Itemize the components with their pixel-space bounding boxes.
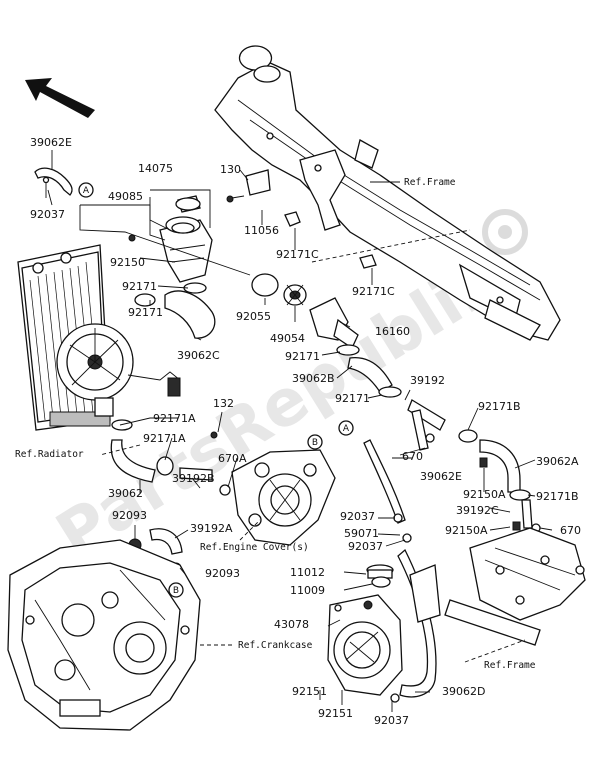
part-label: 92171B — [536, 490, 579, 503]
part-label: 92037 — [340, 510, 375, 523]
part-label: 130 — [220, 163, 241, 176]
part-label: 92150A — [445, 524, 488, 537]
part-label: 92171B — [478, 400, 521, 413]
part-label: 39062B — [292, 372, 335, 385]
marker-b-bottom: B — [168, 582, 184, 598]
part-label: 39062D — [442, 685, 485, 698]
part-label: 670 — [402, 450, 423, 463]
ref-radiator: Ref.Radiator — [15, 449, 84, 460]
marker-b-cover: B — [307, 434, 323, 450]
part-label: 92055 — [236, 310, 271, 323]
part-label: 39062E — [30, 136, 72, 149]
part-label: 92171 — [285, 350, 320, 363]
marker-a-top-text: A — [83, 186, 90, 196]
frame-bottom-drawing — [409, 527, 586, 646]
part-label: 92093 — [112, 509, 147, 522]
water-pump-cover-drawing — [327, 594, 403, 696]
filler-neck-drawing — [159, 195, 213, 283]
small-parts — [42, 169, 541, 703]
part-label: 92171A — [143, 432, 186, 445]
frame-top-drawing — [214, 45, 561, 341]
ref-frame-top: Ref.Frame — [404, 177, 456, 188]
part-label: 92151 — [318, 707, 353, 720]
part-label: 92171 — [335, 392, 370, 405]
part-label: 39192C — [456, 504, 499, 517]
marker-b-bottom-text: B — [173, 586, 179, 596]
crankcase-drawing — [7, 539, 201, 731]
ref-frame-bottom: Ref.Frame — [484, 660, 536, 671]
pipe-39192B — [179, 467, 213, 481]
part-label: 92151 — [292, 685, 327, 698]
ref-crankcase: Ref.Crankcase — [238, 640, 313, 651]
part-label: 39062A — [536, 455, 579, 468]
hose-39062E-top — [34, 167, 73, 196]
part-label: 39062E — [420, 470, 462, 483]
part-label: 11012 — [290, 566, 325, 579]
part-label: 670A — [218, 452, 247, 465]
part-label: 49054 — [270, 332, 305, 345]
circle-markers: A A B B — [78, 182, 354, 598]
o-ring-92055 — [251, 273, 279, 297]
part-label: 43078 — [274, 618, 309, 631]
hose-39062C — [164, 290, 216, 339]
marker-a-mid-text: A — [343, 424, 350, 434]
marker-b-cover-text: B — [312, 438, 318, 448]
part-label: 11009 — [290, 584, 325, 597]
part-label: 39062 — [108, 487, 143, 500]
part-label: 39192B — [172, 472, 215, 485]
part-label: 39062C — [177, 349, 220, 362]
part-label: 39192A — [190, 522, 233, 535]
part-label: 49085 — [108, 190, 143, 203]
part-label: 92171 — [128, 306, 163, 319]
part-label: 11056 — [244, 224, 279, 237]
part-label: 92171 — [122, 280, 157, 293]
reference-labels: Ref.Frame Ref.Radiator Ref.Engine Cover(… — [15, 177, 536, 671]
watermark-gear-icon — [482, 209, 528, 255]
front-direction-arrow-icon — [25, 78, 95, 118]
part-label: 92037 — [348, 540, 383, 553]
thermostat-drawing — [283, 284, 307, 306]
ref-engine-cover: Ref.Engine Cover(s) — [200, 542, 309, 553]
pipe-39192 — [407, 399, 446, 451]
marker-a-top: A — [78, 182, 94, 198]
part-label: 16160 — [375, 325, 410, 338]
part-label: 59071 — [344, 527, 379, 540]
part-label: 92037 — [30, 208, 65, 221]
part-label: 14075 — [138, 162, 173, 175]
pipe-39192C — [521, 499, 533, 529]
pipe-39192A — [149, 528, 183, 555]
part-label: 670 — [560, 524, 581, 537]
part-label: 132 — [213, 397, 234, 410]
hose-39062E-mid — [363, 439, 406, 524]
part-label: 92037 — [374, 714, 409, 727]
part-label: 39192 — [410, 374, 445, 387]
part-label: 92171A — [153, 412, 196, 425]
part-label: 92150A — [463, 488, 506, 501]
part-label: 92171C — [276, 248, 319, 261]
marker-a-mid: A — [338, 420, 354, 436]
radiator-drawing — [17, 244, 181, 431]
engine-cover-drawing — [231, 449, 336, 546]
part-label: 92093 — [205, 567, 240, 580]
leader-lines — [47, 150, 553, 712]
part-label: 92150 — [110, 256, 145, 269]
part-number-labels: 39062E 92037 14075 49085 130 11056 92171… — [30, 136, 581, 727]
thermostat-housing-drawing — [309, 297, 359, 349]
part-label: 92171C — [352, 285, 395, 298]
